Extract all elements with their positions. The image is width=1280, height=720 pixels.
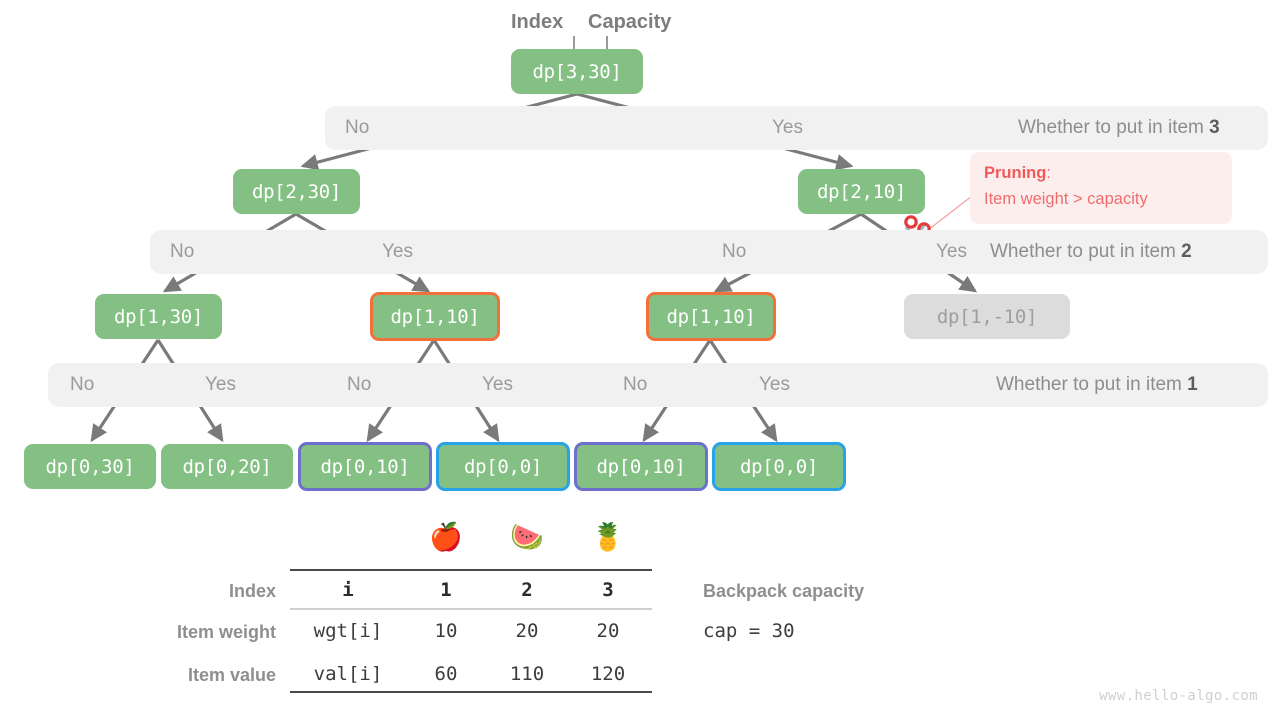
band-question-text-2: Whether to put in item — [990, 241, 1182, 262]
leaf-dp0-20[interactable]: dp[0,20] — [161, 444, 293, 489]
table-row-label-item-weight: Item weight — [176, 622, 276, 642]
item-emoji-pineapple: 🍍 — [591, 522, 625, 552]
table-cell-index-3: 3 — [602, 579, 614, 601]
leaf-dp0-30[interactable]: dp[0,30] — [24, 444, 156, 489]
band-question-item3: Whether to put in item 3 — [1018, 117, 1220, 139]
table-cell-value-1: 60 — [434, 663, 458, 685]
table-cell-value-2: 110 — [509, 663, 545, 685]
branch-label-yes-2a: Yes — [382, 241, 413, 262]
branch-label-no-1b: No — [347, 374, 372, 395]
band-question-item2: Whether to put in item 2 — [990, 241, 1192, 263]
node-dp1-30[interactable]: dp[1,30] — [95, 294, 222, 339]
node-dp1-10-b[interactable]: dp[1,10] — [646, 292, 776, 341]
table-cell-i: i — [342, 579, 354, 601]
decision-band-item3 — [325, 106, 1268, 150]
capacity-annotation-label: Capacity — [588, 11, 672, 33]
node-dp2-10[interactable]: dp[2,10] — [798, 169, 925, 214]
table-cell-wgt: wgt[i] — [313, 620, 383, 642]
leaf-dp0-10-b[interactable]: dp[0,10] — [574, 442, 708, 491]
decision-band-item2 — [150, 230, 1268, 274]
table-rule-top — [290, 569, 652, 571]
capacity-tick-line — [606, 36, 608, 58]
item-emoji-watermelon: 🍉 — [510, 522, 544, 552]
band-question-item-3: 3 — [1209, 117, 1220, 138]
band-question-text-1: Whether to put in item — [996, 374, 1188, 395]
backpack-capacity-value: cap = 30 — [703, 620, 795, 642]
band-question-text-3: Whether to put in item — [1018, 117, 1210, 138]
decision-band-item1 — [48, 363, 1268, 407]
table-cell-index-1: 1 — [440, 579, 452, 601]
branch-label-no-1a: No — [70, 374, 95, 395]
table-rule-mid — [290, 608, 652, 610]
item-emoji-apple: 🍎 — [429, 522, 463, 552]
pruning-callout-colon: : — [1046, 164, 1051, 182]
branch-label-yes-2b: Yes — [936, 241, 967, 262]
branch-label-yes-1b: Yes — [482, 374, 513, 395]
band-question-item-1: 1 — [1187, 374, 1198, 395]
table-cell-val: val[i] — [313, 663, 383, 685]
branch-label-no-3a: No — [345, 117, 370, 138]
node-dp1-10-a[interactable]: dp[1,10] — [370, 292, 500, 341]
index-annotation-label: Index — [511, 11, 564, 33]
branch-label-no-2b: No — [722, 241, 747, 262]
index-tick-line — [573, 36, 575, 58]
node-dp1-neg10-pruned[interactable]: dp[1,-10] — [904, 294, 1070, 339]
node-root[interactable]: dp[3,30] — [511, 49, 643, 94]
table-cell-index-2: 2 — [521, 579, 533, 601]
branch-label-yes-1c: Yes — [759, 374, 790, 395]
watermark: www.hello-algo.com — [1099, 688, 1258, 704]
band-question-item1: Whether to put in item 1 — [996, 374, 1198, 396]
pruning-callout-title-row: Pruning: — [984, 161, 1218, 187]
table-cell-value-3: 120 — [590, 663, 626, 685]
branch-label-yes-1a: Yes — [205, 374, 236, 395]
leaf-dp0-0-a[interactable]: dp[0,0] — [436, 442, 570, 491]
pruning-callout-text: Item weight > capacity — [984, 189, 1148, 208]
table-row-label-index: Index — [228, 581, 276, 601]
node-dp2-30[interactable]: dp[2,30] — [233, 169, 360, 214]
table-row-label-item-value: Item value — [187, 665, 276, 685]
backpack-capacity-title: Backpack capacity — [703, 581, 865, 601]
leaf-dp0-0-b[interactable]: dp[0,0] — [712, 442, 846, 491]
branch-label-no-2a: No — [170, 241, 195, 262]
leaf-dp0-10-a[interactable]: dp[0,10] — [298, 442, 432, 491]
pruning-callout: Pruning: Item weight > capacity — [970, 152, 1232, 224]
table-cell-weight-1: 10 — [434, 620, 458, 642]
pruning-callout-title: Pruning — [984, 164, 1047, 182]
table-cell-weight-3: 20 — [596, 620, 620, 642]
table-rule-bottom — [290, 691, 652, 693]
branch-label-yes-3a: Yes — [772, 117, 803, 138]
table-cell-weight-2: 20 — [515, 620, 539, 642]
band-question-item-2: 2 — [1181, 241, 1192, 262]
branch-label-no-1c: No — [623, 374, 648, 395]
